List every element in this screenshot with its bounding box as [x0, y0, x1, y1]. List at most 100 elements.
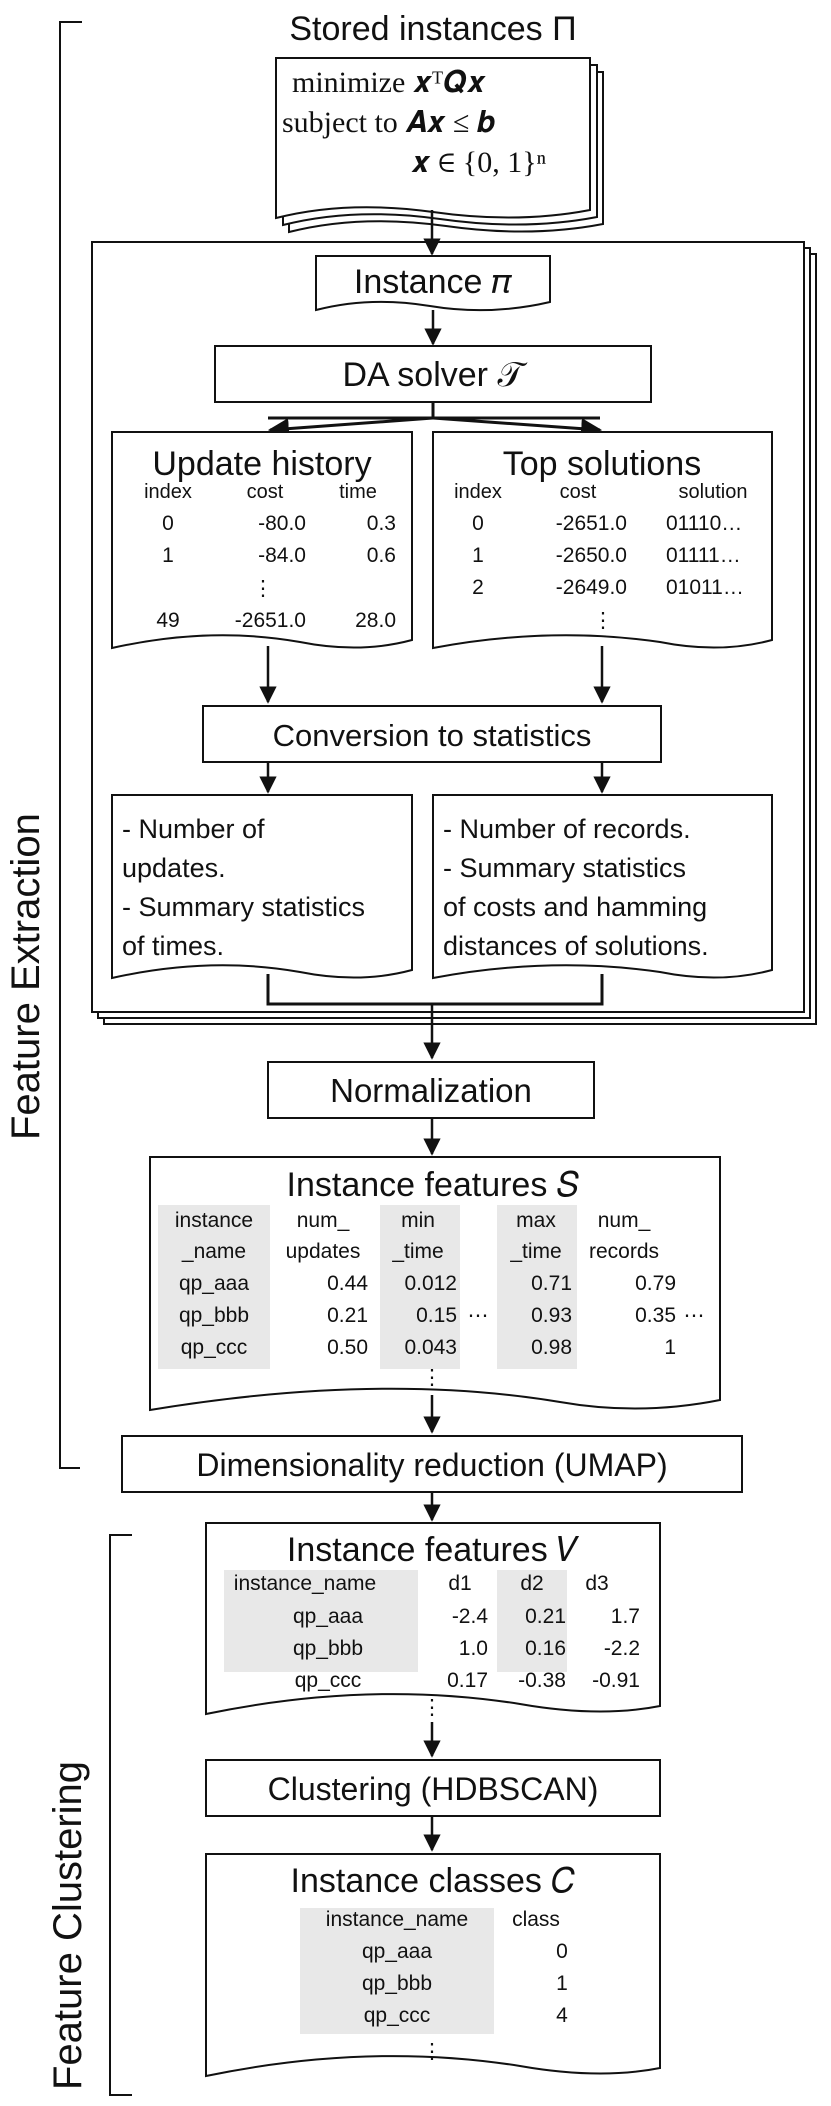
table-cell: -2649.0: [556, 576, 627, 599]
table-header: instance_name: [326, 1908, 468, 1931]
stats-line: of costs and hamming: [443, 892, 707, 922]
vertical-ellipsis: ⋮: [253, 577, 274, 600]
clustering-label: Clustering (HDBSCAN): [268, 1771, 599, 1807]
top-solutions-doc: [432, 431, 773, 650]
table-header: cost: [560, 481, 597, 503]
table-header: index: [144, 481, 192, 503]
features-s-title: Instance features 𝑆: [287, 1166, 580, 1204]
table-header: updates: [286, 1240, 361, 1263]
table-header: d3: [585, 1572, 608, 1595]
table-cell: 1: [162, 544, 174, 567]
table-cell: qp_bbb: [362, 1972, 432, 1995]
stored-instances-title: Stored instances Π: [289, 10, 576, 48]
solution-stats-doc: [432, 794, 773, 980]
table-header: instance: [175, 1209, 253, 1232]
table-cell: 01011…: [666, 576, 744, 599]
table-header: solution: [679, 481, 748, 503]
table-header: num_: [598, 1209, 651, 1232]
shaded-column: [497, 1205, 577, 1369]
features-v-title: Instance features 𝑉: [287, 1531, 579, 1569]
table-cell: -84.0: [258, 544, 306, 567]
constraint-line: subject to 𝑨𝒙 ≤ 𝒃: [282, 106, 496, 139]
table-cell: 01111…: [666, 544, 741, 567]
table-cell: 0.79: [635, 1272, 676, 1295]
table-cell: 0.93: [531, 1304, 572, 1327]
vertical-ellipsis: ⋮: [593, 609, 614, 632]
table-cell: 2: [472, 576, 484, 599]
dimensionality-reduction-label: Dimensionality reduction (UMAP): [196, 1447, 667, 1483]
shaded-column: [158, 1205, 270, 1369]
shaded-column: [497, 1570, 567, 1672]
table-header: d1: [448, 1572, 471, 1595]
conversion-box: [202, 705, 662, 763]
table-header: _name: [181, 1240, 246, 1263]
table-header: d2: [520, 1572, 543, 1595]
stored-instances-doc: [275, 57, 604, 234]
table-header: _time: [391, 1240, 443, 1263]
table-cell: 4: [556, 2004, 568, 2027]
table-cell: qp_aaa: [293, 1605, 363, 1628]
domain-line: 𝒙 ∈ {0, 1}ⁿ: [411, 146, 547, 179]
extraction-bracket: [59, 21, 82, 1469]
table-header: index: [454, 481, 502, 503]
top-solutions-table: index cost solution 0 -2651.0 01110… 1 -…: [454, 481, 747, 632]
clustering-bracket: [109, 1534, 132, 2096]
shaded-column: [300, 1908, 494, 2034]
table-cell: 1: [472, 544, 484, 567]
table-cell: 01110…: [666, 512, 742, 535]
table-cell: 0.17: [447, 1669, 488, 1692]
update-history-table: index cost time 0 -80.0 0.3 1 -84.0 0.6 …: [144, 481, 396, 632]
conversion-label: Conversion to statistics: [273, 718, 592, 753]
table-cell: 0.44: [327, 1272, 368, 1295]
table-cell: 49: [156, 609, 179, 632]
table-cell: 0.3: [367, 512, 396, 535]
table-cell: 1: [664, 1336, 676, 1359]
table-cell: -2650.0: [556, 544, 627, 567]
table-header: class: [512, 1908, 560, 1931]
table-cell: qp_aaa: [179, 1272, 249, 1295]
table-cell: 0.15: [416, 1304, 457, 1327]
stats-line: updates.: [122, 853, 226, 883]
table-cell: -0.91: [592, 1669, 640, 1692]
classes-c-title: Instance classes 𝐶: [291, 1862, 576, 1900]
table-cell: 0.98: [531, 1336, 572, 1359]
horizontal-ellipsis: ⋯: [684, 1304, 705, 1327]
vertical-ellipsis: ⋮: [422, 1366, 443, 1389]
features-s-table: instance _name num_ updates min _time ma…: [158, 1205, 705, 1389]
table-cell: 0.50: [327, 1336, 368, 1359]
shaded-column: [224, 1570, 418, 1672]
table-cell: -2.2: [604, 1637, 640, 1660]
table-cell: qp_ccc: [295, 1669, 362, 1692]
vertical-ellipsis: ⋮: [422, 2040, 443, 2063]
table-header: records: [589, 1240, 659, 1263]
top-solutions-title: Top solutions: [503, 445, 701, 483]
table-cell: 0.012: [404, 1272, 457, 1295]
da-solver-box: [214, 345, 652, 403]
table-cell: -80.0: [258, 512, 306, 535]
table-cell: 0.35: [635, 1304, 676, 1327]
stats-line: - Summary statistics: [443, 853, 686, 883]
normalization-label: Normalization: [330, 1072, 532, 1109]
table-cell: 0.21: [327, 1304, 368, 1327]
instance-pi-label: Instance 𝜋: [354, 263, 513, 301]
stats-line: - Number of: [122, 814, 265, 844]
table-cell: -2651.0: [235, 609, 306, 632]
table-cell: -2.4: [452, 1605, 489, 1628]
table-header: instance_name: [234, 1572, 376, 1595]
table-header: num_: [297, 1209, 350, 1232]
table-cell: -0.38: [518, 1669, 566, 1692]
table-cell: 0.71: [531, 1272, 572, 1295]
table-header: cost: [247, 481, 284, 503]
table-cell: 1.7: [611, 1605, 640, 1628]
table-cell: 1.0: [459, 1637, 488, 1660]
stats-line: of times.: [122, 931, 224, 961]
table-cell: 0.6: [367, 544, 396, 567]
table-cell: 0.21: [525, 1605, 566, 1628]
vertical-ellipsis: ⋮: [422, 1696, 443, 1719]
clustering-box: [205, 1759, 661, 1817]
table-cell: 0: [556, 1940, 568, 1963]
table-header: _time: [509, 1240, 561, 1263]
table-cell: qp_bbb: [293, 1637, 363, 1660]
table-header: min: [401, 1209, 435, 1232]
